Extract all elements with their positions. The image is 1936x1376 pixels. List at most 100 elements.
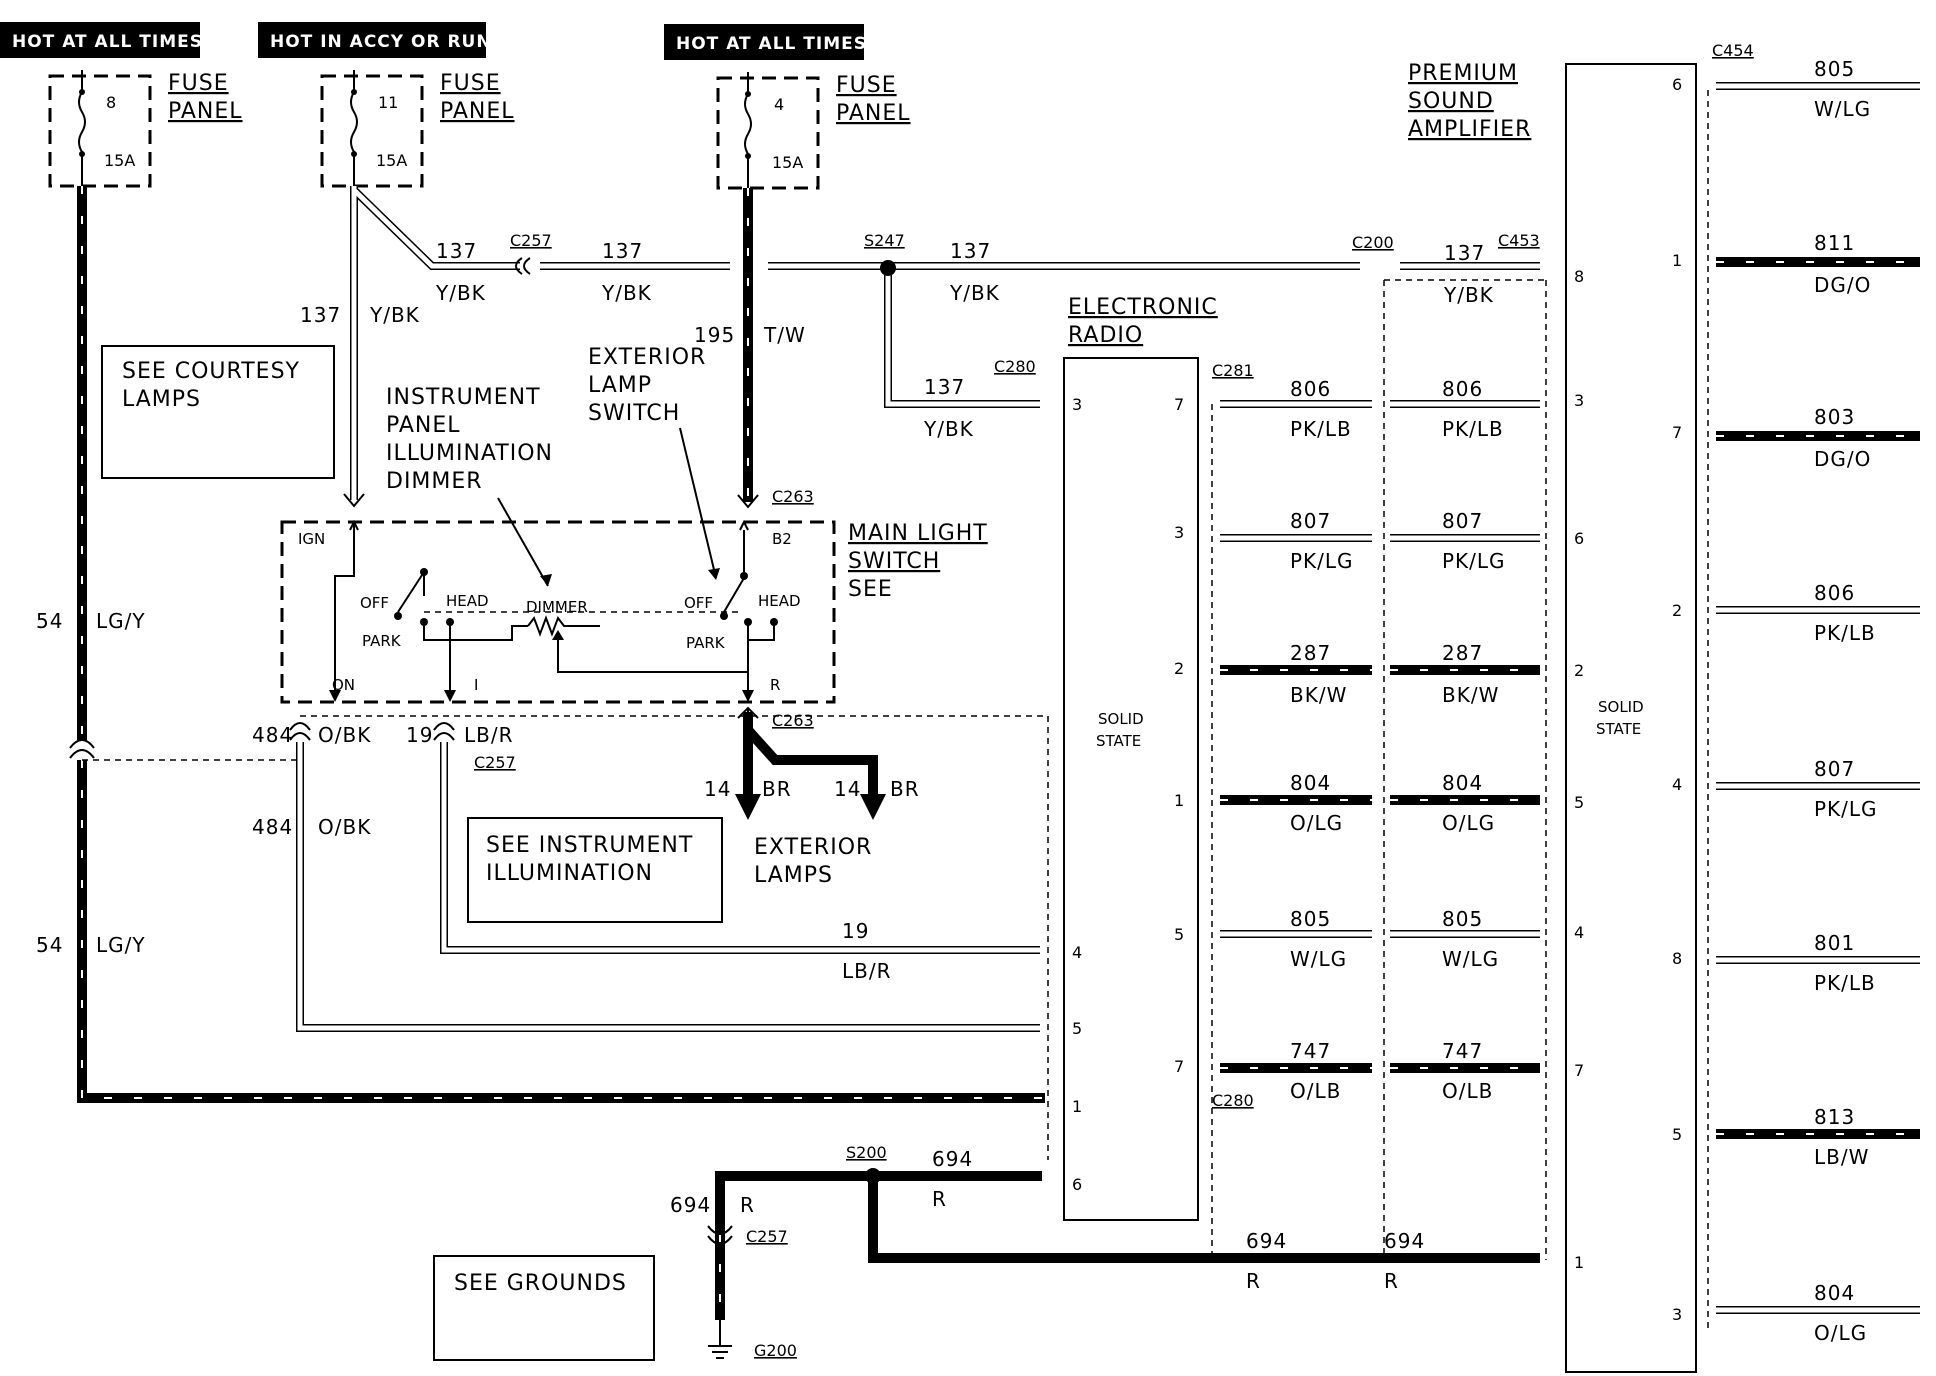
svg-text:805: 805 — [1814, 57, 1855, 81]
svg-text:195: 195 — [694, 323, 735, 347]
svg-text:694: 694 — [670, 1193, 711, 1217]
svg-text:PARK: PARK — [362, 632, 402, 650]
svg-text:C257: C257 — [474, 753, 516, 772]
svg-text:807: 807 — [1290, 509, 1331, 533]
header-hot-at-all-times-mid: HOT AT ALL TIMES — [664, 24, 866, 60]
svg-text:LAMPS: LAMPS — [754, 863, 833, 888]
svg-text:AMPLIFIER: AMPLIFIER — [1408, 117, 1531, 142]
svg-text:5: 5 — [1174, 925, 1184, 944]
svg-text:BR: BR — [762, 777, 792, 801]
svg-text:R: R — [932, 1187, 947, 1211]
svg-text:DG/O: DG/O — [1814, 273, 1871, 297]
svg-text:PANEL: PANEL — [836, 101, 911, 126]
svg-text:STATE: STATE — [1096, 732, 1141, 750]
svg-text:SOLID: SOLID — [1598, 698, 1644, 716]
pointer-arrows — [497, 427, 720, 587]
svg-text:LG/Y: LG/Y — [96, 609, 146, 633]
svg-text:BK/W: BK/W — [1442, 683, 1499, 707]
svg-text:54: 54 — [36, 933, 63, 957]
svg-text:3: 3 — [1574, 391, 1584, 410]
svg-text:484: 484 — [252, 815, 293, 839]
svg-text:LAMP: LAMP — [588, 373, 652, 398]
svg-text:1: 1 — [1672, 251, 1682, 270]
svg-text:287: 287 — [1442, 641, 1483, 665]
svg-text:R: R — [770, 676, 780, 694]
svg-text:14: 14 — [834, 777, 861, 801]
svg-text:O/BK: O/BK — [318, 723, 371, 747]
svg-text:806: 806 — [1814, 581, 1855, 605]
svg-text:2: 2 — [1574, 661, 1584, 680]
svg-text:7: 7 — [1574, 1061, 1584, 1080]
svg-text:R: R — [1246, 1269, 1261, 1293]
svg-text:804: 804 — [1290, 771, 1331, 795]
svg-text:O/LG: O/LG — [1814, 1321, 1867, 1345]
svg-text:DG/O: DG/O — [1814, 447, 1871, 471]
svg-text:MAIN LIGHT: MAIN LIGHT — [848, 521, 988, 546]
svg-text:1: 1 — [1174, 791, 1184, 810]
svg-text:PK/LB: PK/LB — [1814, 621, 1876, 645]
svg-text:804: 804 — [1442, 771, 1483, 795]
svg-text:3: 3 — [1072, 395, 1082, 414]
svg-text:IGN: IGN — [298, 530, 325, 548]
svg-text:6: 6 — [1574, 529, 1584, 548]
svg-text:1: 1 — [1574, 1253, 1584, 1272]
svg-text:694: 694 — [932, 1147, 973, 1171]
svg-text:PANEL: PANEL — [386, 413, 461, 438]
svg-text:O/LB: O/LB — [1442, 1079, 1493, 1103]
svg-text:4: 4 — [774, 95, 784, 114]
svg-text:PREMIUM: PREMIUM — [1408, 61, 1518, 86]
svg-text:Y/BK: Y/BK — [949, 281, 1000, 305]
svg-text:8: 8 — [1672, 949, 1682, 968]
svg-text:SOLID: SOLID — [1098, 710, 1144, 728]
svg-text:19: 19 — [842, 919, 869, 943]
svg-text:747: 747 — [1442, 1039, 1483, 1063]
svg-text:C280: C280 — [1212, 1091, 1254, 1110]
connector-labels: C257 C257 C257 C263 C263 C280 C280 C281 … — [474, 41, 1754, 1360]
radio-amp-wires — [1220, 400, 1540, 1073]
svg-text:C257: C257 — [746, 1227, 788, 1246]
svg-text:SEE GROUNDS: SEE GROUNDS — [454, 1271, 627, 1296]
svg-text:SEE INSTRUMENT: SEE INSTRUMENT — [486, 833, 693, 858]
svg-text:B2: B2 — [772, 530, 792, 548]
svg-text:7: 7 — [1174, 1057, 1184, 1076]
svg-text:INSTRUMENT: INSTRUMENT — [386, 385, 541, 410]
svg-text:BR: BR — [890, 777, 920, 801]
svg-text:813: 813 — [1814, 1105, 1855, 1129]
svg-text:C263: C263 — [772, 487, 814, 506]
svg-text:STATE: STATE — [1596, 720, 1641, 738]
svg-text:7: 7 — [1672, 423, 1682, 442]
svg-text:S200: S200 — [846, 1143, 887, 1162]
svg-text:R: R — [740, 1193, 755, 1217]
svg-text:5: 5 — [1072, 1019, 1082, 1038]
svg-text:PK/LB: PK/LB — [1442, 417, 1504, 441]
wire-195-tw — [737, 188, 759, 509]
svg-text:1: 1 — [1072, 1097, 1082, 1116]
svg-text:806: 806 — [1442, 377, 1483, 401]
svg-text:LAMPS: LAMPS — [122, 387, 201, 412]
svg-text:811: 811 — [1814, 231, 1855, 255]
svg-text:Y/BK: Y/BK — [923, 417, 974, 441]
svg-text:Y/BK: Y/BK — [435, 281, 486, 305]
svg-text:804: 804 — [1814, 1281, 1855, 1305]
svg-text:747: 747 — [1290, 1039, 1331, 1063]
svg-text:PK/LG: PK/LG — [1442, 549, 1506, 573]
component-labels: INSTRUMENT PANEL ILLUMINATION DIMMER EXT… — [386, 345, 988, 888]
svg-text:SWITCH: SWITCH — [588, 401, 680, 426]
svg-text:O/LB: O/LB — [1290, 1079, 1341, 1103]
svg-text:137: 137 — [924, 375, 965, 399]
svg-text:PK/LG: PK/LG — [1814, 797, 1878, 821]
ground-symbol — [708, 1320, 732, 1359]
svg-text:137: 137 — [950, 239, 991, 263]
svg-text:PK/LG: PK/LG — [1290, 549, 1354, 573]
svg-text:ILLUMINATION: ILLUMINATION — [386, 441, 553, 466]
svg-text:694: 694 — [1246, 1229, 1287, 1253]
svg-text:Y/BK: Y/BK — [1443, 283, 1494, 307]
svg-text:R: R — [1384, 1269, 1399, 1293]
svg-text:RADIO: RADIO — [1068, 323, 1143, 348]
svg-text:484: 484 — [252, 723, 293, 747]
svg-text:Y/BK: Y/BK — [601, 281, 652, 305]
wire-694-r — [707, 1168, 1540, 1320]
svg-text:4: 4 — [1072, 943, 1082, 962]
svg-text:137: 137 — [300, 303, 341, 327]
wire-labels-left: 137 Y/BK 137 Y/BK 137 Y/BK 137 Y/BK 137 … — [36, 239, 1424, 1293]
